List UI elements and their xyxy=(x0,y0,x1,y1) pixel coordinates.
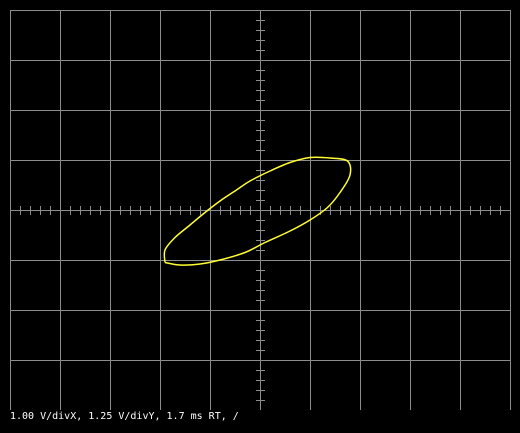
status-readout: 1.00 V/divX, 1.25 V/divY, 1.7 ms RT, / xyxy=(10,411,239,422)
oscilloscope-screen xyxy=(10,10,511,410)
graticule xyxy=(10,10,511,410)
trace-layer xyxy=(163,156,352,266)
trace-lissajous-ellipse xyxy=(163,156,352,266)
